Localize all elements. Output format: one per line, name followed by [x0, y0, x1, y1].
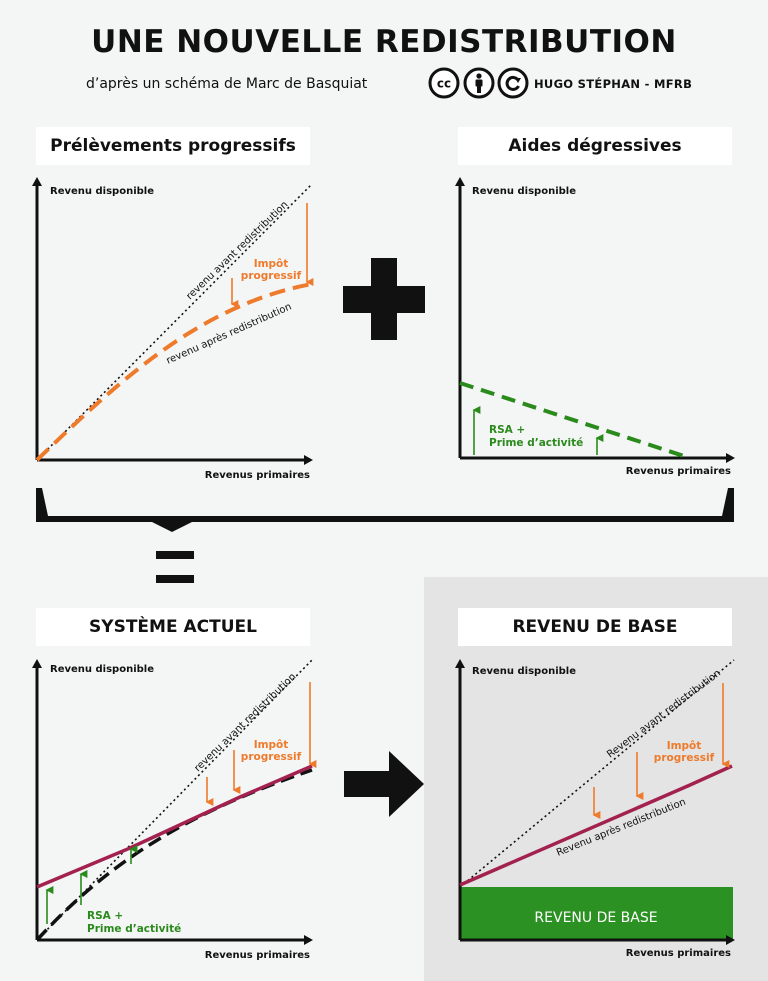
line-after-redistribution: [459, 764, 733, 887]
sa-icon: [497, 67, 529, 99]
axes: [32, 659, 313, 945]
tax-label: progressif: [654, 752, 715, 764]
panel-title-systeme-actuel: SYSTÈME ACTUEL: [36, 608, 310, 646]
tax-label: Impôt: [667, 740, 702, 752]
cc-icon: cc: [428, 67, 460, 99]
x-axis-label: Revenus primaires: [626, 466, 731, 477]
x-axis-label: Revenus primaires: [626, 948, 731, 959]
label-before: Revenu avant redistribution: [605, 668, 723, 761]
aid-line: [459, 381, 691, 460]
chart-aides: Revenu disponible Revenus primaires RSA …: [455, 177, 735, 477]
axes: [455, 177, 735, 463]
right-arrow: [344, 751, 424, 817]
brace: [36, 488, 734, 532]
axes: [455, 659, 735, 945]
label-before: revenu avant redistribution: [184, 199, 290, 302]
tax-label: Impôt: [254, 739, 289, 751]
svg-text:cc: cc: [437, 77, 451, 91]
equals-sign: [156, 551, 194, 583]
panel-title-prelevements: Prélèvements progressifs: [36, 127, 310, 165]
chart-systeme-actuel: Revenu disponible Revenus primaires reve…: [32, 659, 317, 961]
line-current-system: [36, 764, 313, 889]
y-axis-label: Revenu disponible: [50, 664, 154, 675]
label-after: Revenu après redistribution: [555, 796, 688, 859]
panel-title-aides: Aides dégressives: [458, 127, 732, 165]
tax-label: progressif: [241, 270, 302, 282]
base-income-label: REVENU DE BASE: [534, 910, 657, 926]
aid-label: Prime d’activité: [489, 437, 583, 449]
by-icon: [463, 67, 495, 99]
subtitle: d’après un schéma de Marc de Basquiat: [86, 76, 368, 92]
line-after-combined: [35, 768, 313, 942]
plus-sign: [343, 258, 425, 340]
chart-revenu-de-base: REVENU DE BASE Revenu disponible Revenus…: [455, 659, 735, 959]
panel-title-revenu-de-base: REVENU DE BASE: [458, 608, 732, 646]
y-axis-label: Revenu disponible: [472, 186, 576, 197]
aid-label: RSA +: [489, 424, 525, 436]
y-axis-label: Revenu disponible: [50, 186, 154, 197]
page-title: UNE NOUVELLE REDISTRIBUTION: [91, 24, 677, 60]
tax-label: progressif: [241, 751, 302, 763]
axes: [32, 177, 313, 465]
line-before-redistribution: [459, 659, 735, 888]
aid-label: RSA +: [87, 910, 123, 922]
x-axis-label: Revenus primaires: [205, 950, 310, 961]
base-income-block: [460, 887, 733, 939]
y-axis-label: Revenu disponible: [472, 666, 576, 677]
aid-label: Prime d’activité: [87, 923, 181, 935]
x-axis-label: Revenus primaires: [205, 470, 310, 481]
tax-label: Impôt: [254, 258, 289, 270]
chart-prelevements: Revenu disponible Revenus primaires reve…: [32, 177, 314, 481]
author-credit: HUGO STÉPHAN - MFRB: [534, 77, 693, 91]
